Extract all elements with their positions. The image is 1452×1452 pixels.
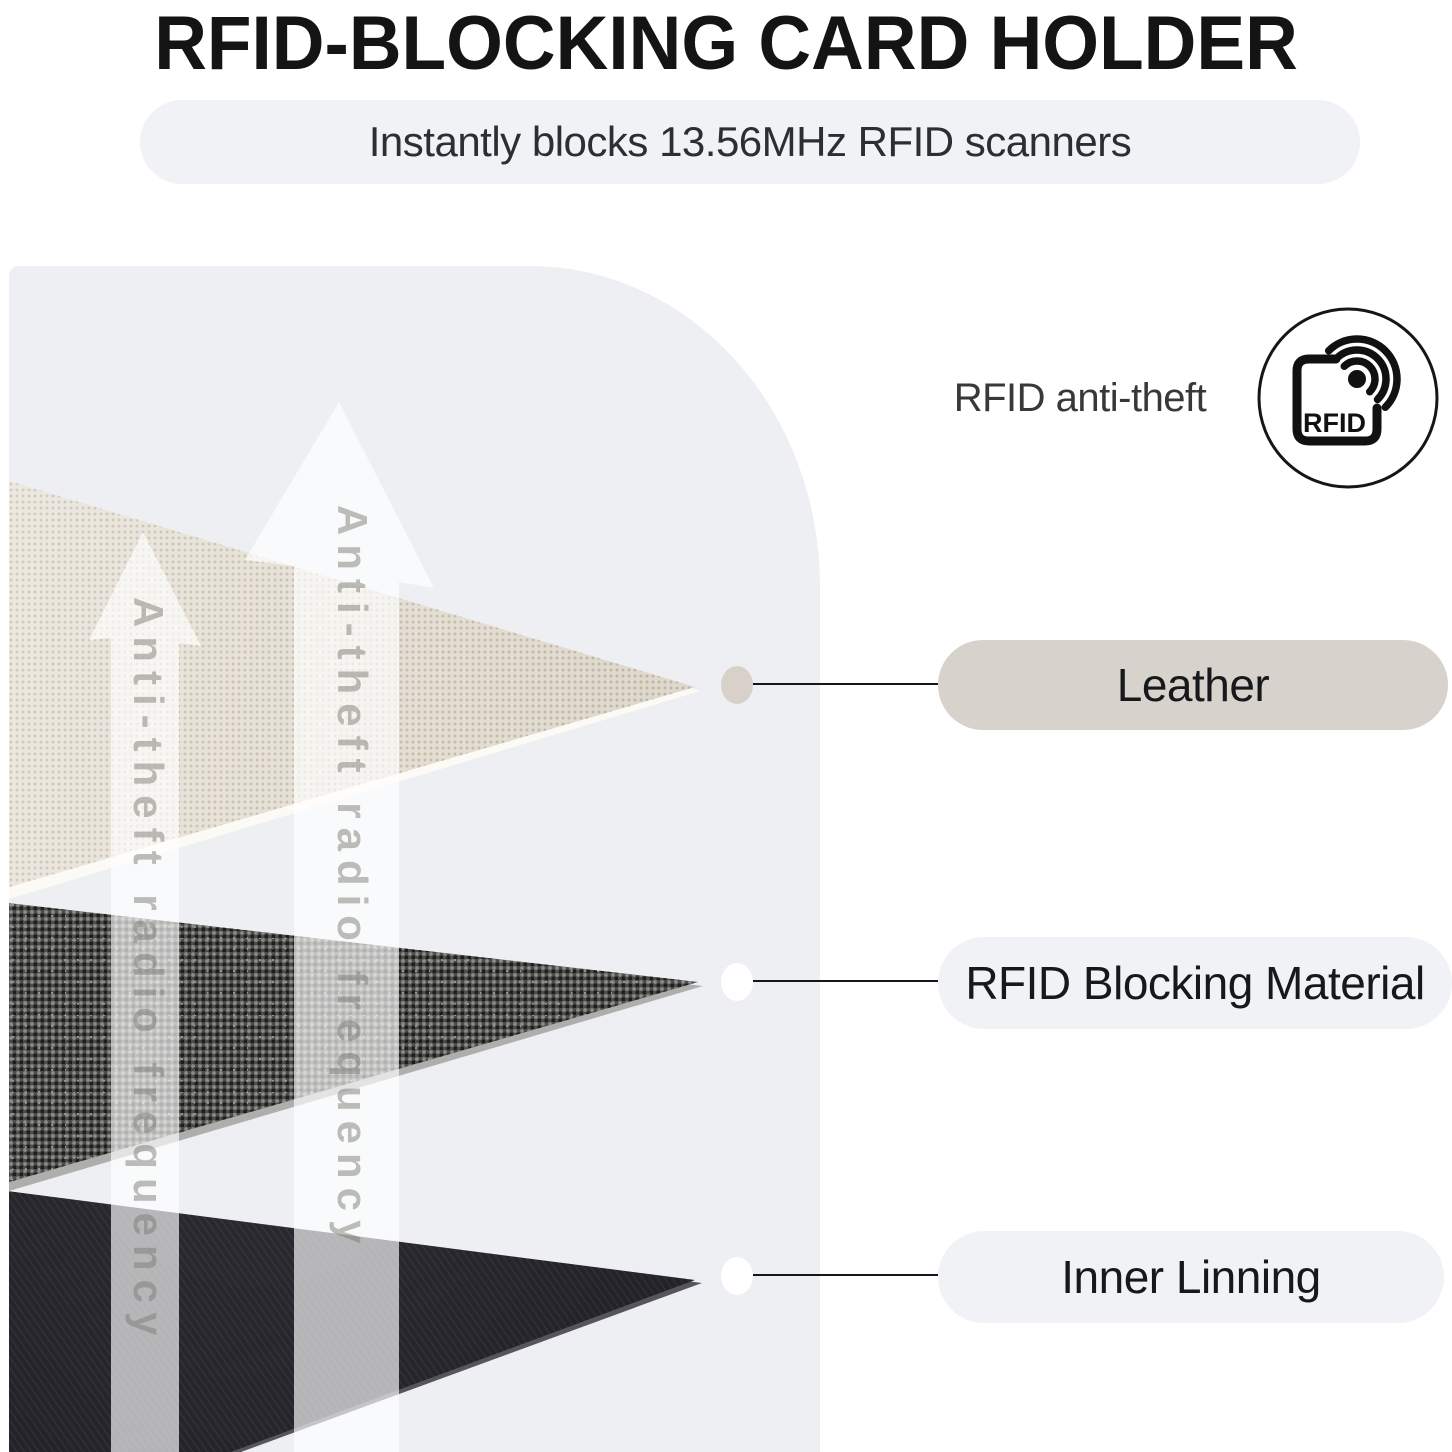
rfid-callout-label: RFID anti-theft <box>953 376 1207 420</box>
layer-label: Leather <box>1116 659 1270 711</box>
leader-line <box>753 1274 938 1276</box>
rfid-icon-text: RFID <box>1303 408 1366 438</box>
layer-label: RFID Blocking Material <box>965 957 1425 1009</box>
signal-waves-icon <box>1324 335 1401 412</box>
label-pill-leather: Leather <box>938 640 1448 730</box>
label-pill-inner-lining: Inner Linning <box>938 1231 1444 1323</box>
label-pill-rfid-blocking: RFID Blocking Material <box>938 937 1452 1029</box>
layers-panel: Anti-theft radio frequency Anti-theft ra… <box>9 266 820 1452</box>
callout-dot-inner-lining <box>721 1257 753 1295</box>
layer-label: Inner Linning <box>1061 1251 1321 1303</box>
leader-line <box>753 980 938 982</box>
subtitle-text: Instantly blocks 13.56MHz RFID scanners <box>368 118 1132 165</box>
watermark-text: Anti-theft radio frequency <box>125 597 172 1345</box>
rfid-signal-icon: RFID <box>1257 307 1439 489</box>
watermark-text: Anti-theft radio frequency <box>329 505 376 1253</box>
page-title: RFID-BLOCKING CARD HOLDER <box>154 1 1298 86</box>
subtitle-banner: Instantly blocks 13.56MHz RFID scanners <box>140 100 1360 184</box>
callout-dot-leather <box>721 666 753 704</box>
callout-dot-rfid-blocking <box>721 963 753 1001</box>
leader-line <box>753 683 938 685</box>
